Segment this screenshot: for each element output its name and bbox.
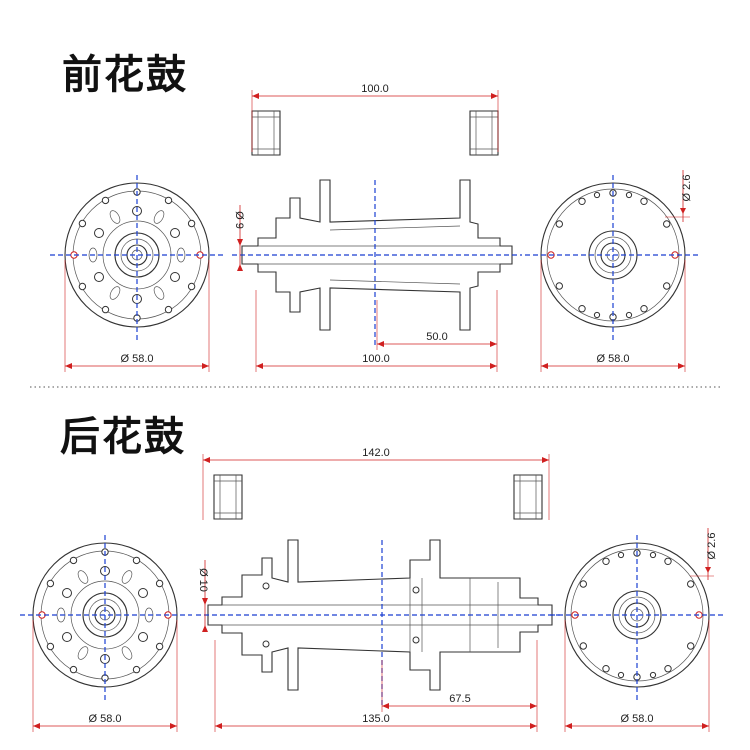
rear-hub-body-side-view — [196, 539, 560, 705]
rear-body-length-label: 135.0 — [362, 713, 390, 725]
rear-left-flange-diameter-label: Ø 58.0 — [88, 713, 121, 725]
rear-hub-drawing: 142.0 Ø 58.0 Ø 58.0 135.0 67.5 Ø 10 — [20, 447, 724, 732]
front-center-half-label: 50.0 — [426, 331, 447, 343]
front-axle-bore-label: Ø 9 — [233, 211, 245, 229]
front-axle-width-label: 100.0 — [361, 83, 389, 95]
rear-center-half-label: 67.5 — [449, 693, 470, 705]
front-spoke-hole-label: Ø 2.6 — [681, 175, 693, 202]
front-left-flange-diameter-label: Ø 58.0 — [120, 353, 153, 365]
front-body-length-label: 100.0 — [362, 353, 390, 365]
front-hub-drawing: 100.0 Ø 58.0 Ø 58.0 100.0 50.0 Ø 9 — [50, 83, 700, 372]
rear-axle-width-label: 142.0 — [362, 447, 390, 459]
front-hub-body-side-view — [232, 179, 522, 345]
front-left-end-cap — [251, 110, 281, 156]
rear-axle-bore-label: Ø 10 — [197, 568, 209, 592]
front-right-end-cap — [469, 110, 499, 156]
front-hub-title: 前花鼓 — [62, 52, 188, 98]
rear-right-flange-diameter-label: Ø 58.0 — [620, 713, 653, 725]
rear-spoke-hole-label: Ø 2.6 — [706, 533, 718, 560]
rear-left-end-cap — [213, 474, 243, 520]
rear-hub-title: 后花鼓 — [60, 414, 186, 460]
front-right-flange-diameter-label: Ø 58.0 — [596, 353, 629, 365]
rear-right-end-cap — [513, 474, 543, 520]
